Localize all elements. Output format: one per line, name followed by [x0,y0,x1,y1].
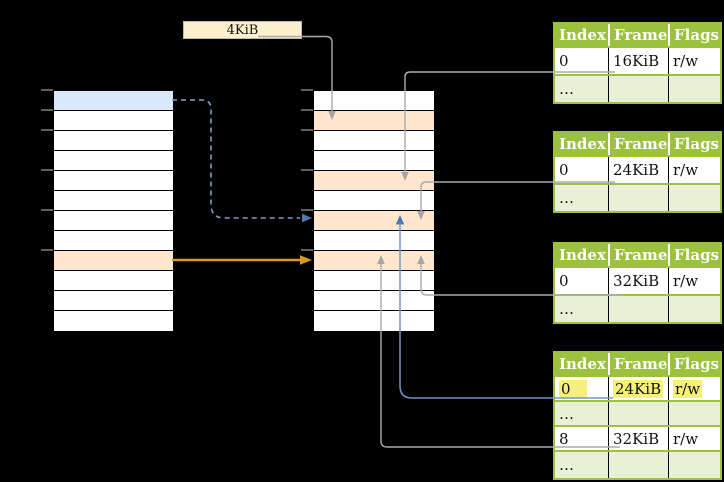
highlight-mark: r/w [673,379,703,398]
header-frame: Frame [608,244,668,266]
cell-index: 0 [555,377,608,400]
table-row-ellipsis: … [555,185,720,211]
cell-index: … [555,402,608,425]
cell-frame: 24KiB [608,157,668,183]
memory-cell [54,311,173,331]
header-frame: Frame [608,24,668,46]
cell-frame [608,402,668,425]
page-table-2: Index Frame Flags 0 24KiB r/w … [553,131,722,213]
cell-index: … [555,296,608,322]
cell-index: 0 [555,268,608,294]
cell-frame: 24KiB [608,377,668,400]
table-row-ellipsis: … [555,452,720,478]
memory-cell-orange [314,111,434,131]
header-index: Index [555,244,608,266]
table-row-highlighted: 0 24KiB r/w [555,377,720,400]
table-row: 0 16KiB r/w [555,48,720,74]
memory-cell-orange [314,171,434,191]
memory-cell [314,311,434,331]
memory-cell [54,231,173,251]
header-flags: Flags [668,353,720,375]
memory-cell [314,131,434,151]
cell-flags: r/w [668,427,720,450]
table-row: 0 24KiB r/w [555,157,720,183]
memory-cell [54,111,173,131]
memory-cell-orange [54,251,173,271]
cell-flags [668,452,720,478]
header-index: Index [555,353,608,375]
cell-flags [668,76,720,102]
table-row-ellipsis: … [555,402,720,425]
cell-flags: r/w [668,268,720,294]
arrow-orange-mapping [172,255,312,265]
cell-frame [608,452,668,478]
cell-index: … [555,185,608,211]
memory-cell-blue [54,91,173,111]
cell-frame [608,76,668,102]
cell-flags [668,185,720,211]
header-flags: Flags [668,133,720,155]
memory-cell [54,191,173,211]
header-frame: Frame [608,133,668,155]
header-frame: Frame [608,353,668,375]
memory-cell-orange [314,251,434,271]
memory-cell [54,171,173,191]
table-row: 8 32KiB r/w [555,427,720,450]
memory-cell [314,151,434,171]
cell-frame: 16KiB [608,48,668,74]
cell-frame: 32KiB [608,268,668,294]
memory-cell [314,91,434,111]
header-index: Index [555,24,608,46]
cell-flags: r/w [668,157,720,183]
cell-frame [608,185,668,211]
table-row: 0 32KiB r/w [555,268,720,294]
memory-cell [314,291,434,311]
cell-flags: r/w [668,48,720,74]
memory-cell [54,271,173,291]
memory-cell [54,131,173,151]
memory-cell-orange [314,211,434,231]
memory-cell [54,211,173,231]
memory-cell [314,271,434,291]
table-header-row: Index Frame Flags [555,133,720,155]
physical-memory-column [313,90,435,332]
table-header-row: Index Frame Flags [555,353,720,375]
highlight-mark: 24KiB [613,379,664,398]
header-flags: Flags [668,244,720,266]
virtual-memory-column [53,90,174,332]
arrow-dashed-blue-mapping [172,99,312,223]
cell-index: 0 [555,157,608,183]
page-size-text: 4KiB [226,22,259,38]
table-header-row: Index Frame Flags [555,244,720,266]
cell-flags [668,402,720,425]
cell-index: 8 [555,427,608,450]
page-table-4: Index Frame Flags 0 24KiB r/w … 8 32KiB … [553,351,722,480]
memory-cell [54,151,173,171]
table-row-ellipsis: … [555,76,720,102]
page-size-label: 4KiB [183,21,302,39]
tick-marks-left [41,89,53,251]
memory-cell [314,191,434,211]
tick-marks-middle [301,89,313,251]
cell-flags: r/w [668,377,720,400]
memory-cell [54,291,173,311]
header-index: Index [555,133,608,155]
cell-frame: 32KiB [608,427,668,450]
cell-flags [668,296,720,322]
cell-frame [608,296,668,322]
page-table-3: Index Frame Flags 0 32KiB r/w … [553,242,722,324]
highlight-mark: 0 [559,379,587,398]
table-row-ellipsis: … [555,296,720,322]
table-header-row: Index Frame Flags [555,24,720,46]
memory-cell [314,231,434,251]
header-flags: Flags [668,24,720,46]
cell-index: … [555,76,608,102]
page-table-1: Index Frame Flags 0 16KiB r/w … [553,22,722,104]
cell-index: … [555,452,608,478]
cell-index: 0 [555,48,608,74]
